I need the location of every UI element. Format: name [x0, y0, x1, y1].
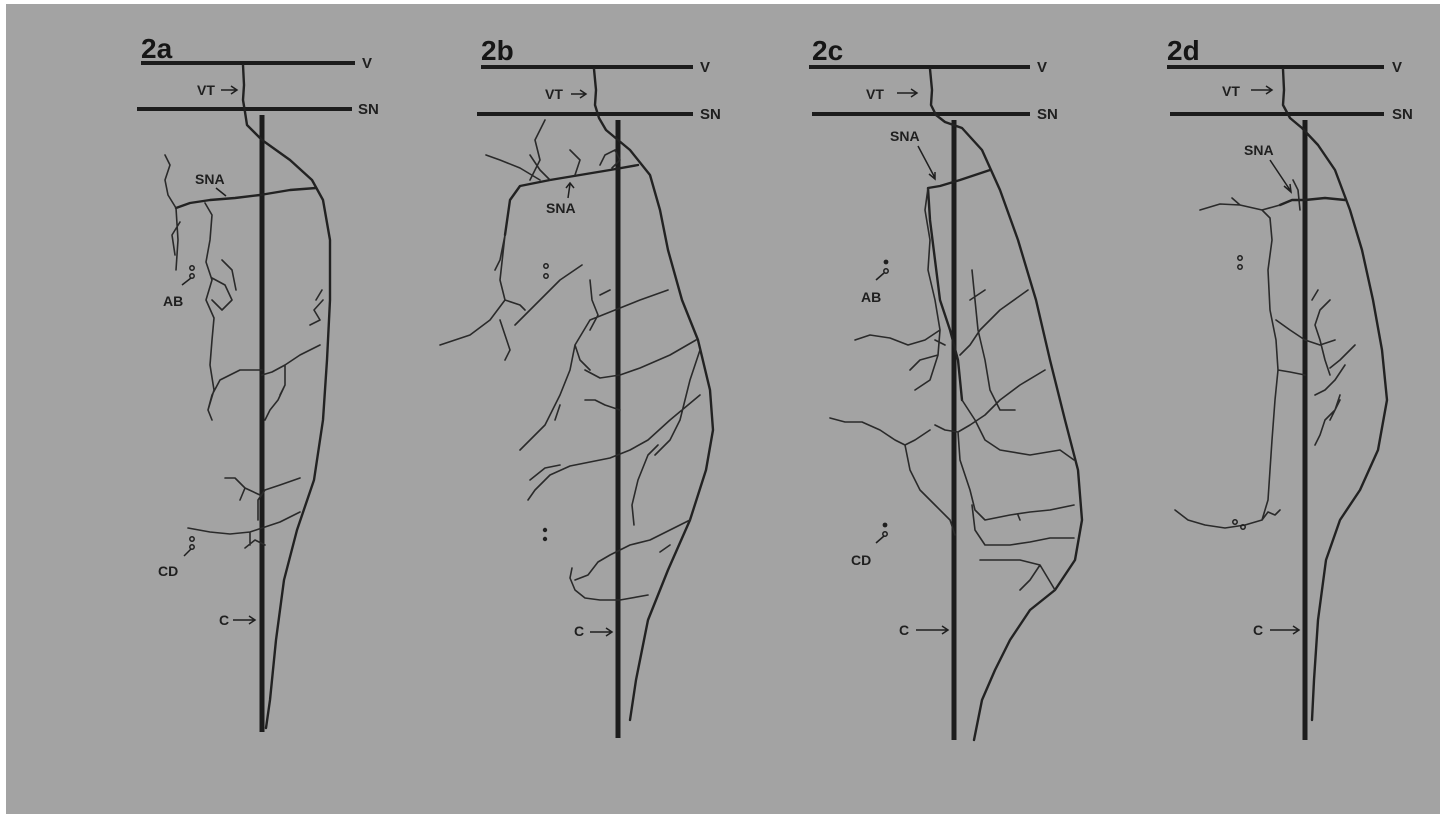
arrow-vt	[571, 90, 586, 98]
label-v: V	[1392, 59, 1402, 76]
arrow-c	[590, 628, 612, 636]
arrow-vt	[1251, 86, 1272, 94]
panel-title: 2d	[1167, 35, 1200, 66]
label-c: C	[219, 612, 229, 628]
main-vessel	[243, 65, 330, 728]
label-sna: SNA	[890, 128, 920, 144]
sna-branch	[1280, 198, 1345, 205]
label-cd: CD	[851, 552, 871, 568]
arrow-ab	[182, 278, 191, 285]
panel-2a: 2a V SN VT SNA AB CD C	[137, 33, 379, 732]
marker-dot	[544, 274, 548, 278]
arrow-cd	[876, 536, 884, 543]
sna-branch	[176, 188, 316, 208]
panel-2c: 2c V SN VT SNA AB CD C	[809, 35, 1082, 740]
arrow-c	[233, 616, 255, 624]
marker-dot	[543, 528, 547, 532]
side-branches	[165, 155, 323, 548]
label-sn: SN	[1037, 106, 1058, 123]
side-branches	[440, 120, 700, 600]
label-v: V	[362, 55, 372, 72]
label-c: C	[899, 622, 909, 638]
panel-2b: 2b V SN VT SNA C	[440, 35, 721, 738]
label-v: V	[700, 59, 710, 76]
label-sn: SN	[1392, 106, 1413, 123]
label-sna: SNA	[546, 200, 576, 216]
arrow-c	[916, 626, 948, 634]
marker-dot	[190, 537, 194, 541]
marker-dot	[190, 266, 194, 270]
marker-dot	[1241, 525, 1245, 529]
arrow-ab	[876, 273, 884, 280]
sna-branch	[928, 170, 990, 400]
marker-dot	[1233, 520, 1237, 524]
arrow-sna	[1270, 160, 1291, 192]
label-cd: CD	[158, 563, 178, 579]
label-c: C	[574, 623, 584, 639]
arrow-c	[1270, 626, 1299, 634]
arrow-cd	[184, 549, 191, 556]
arrow-sna	[566, 183, 574, 198]
label-sn: SN	[700, 106, 721, 123]
label-sn: SN	[358, 101, 379, 118]
marker-dot	[544, 264, 548, 268]
marker-dot	[884, 260, 889, 265]
panel-title: 2b	[481, 35, 514, 66]
main-vessel	[594, 69, 713, 720]
marker-dot	[884, 269, 888, 273]
label-sna: SNA	[195, 171, 225, 187]
panel-2d: 2d V SN VT SNA C	[1167, 35, 1413, 740]
label-vt: VT	[1222, 83, 1240, 99]
arrow-vt	[897, 89, 917, 97]
label-ab: AB	[861, 289, 881, 305]
label-vt: VT	[545, 86, 563, 102]
side-branches	[1175, 180, 1355, 528]
label-ab: AB	[163, 293, 183, 309]
marker-dot	[543, 537, 547, 541]
panel-title: 2c	[812, 35, 843, 66]
label-vt: VT	[866, 86, 884, 102]
arrow-vt	[221, 86, 237, 94]
panel-title: 2a	[141, 33, 173, 64]
marker-dot	[1238, 256, 1242, 260]
label-vt: VT	[197, 82, 215, 98]
label-v: V	[1037, 59, 1047, 76]
label-c: C	[1253, 622, 1263, 638]
arrow-sna	[918, 146, 935, 179]
label-sna: SNA	[1244, 142, 1274, 158]
marker-dot	[1238, 265, 1242, 269]
main-vessel	[1283, 69, 1387, 720]
marker-dot	[883, 523, 888, 528]
arrow-sna	[216, 188, 226, 196]
